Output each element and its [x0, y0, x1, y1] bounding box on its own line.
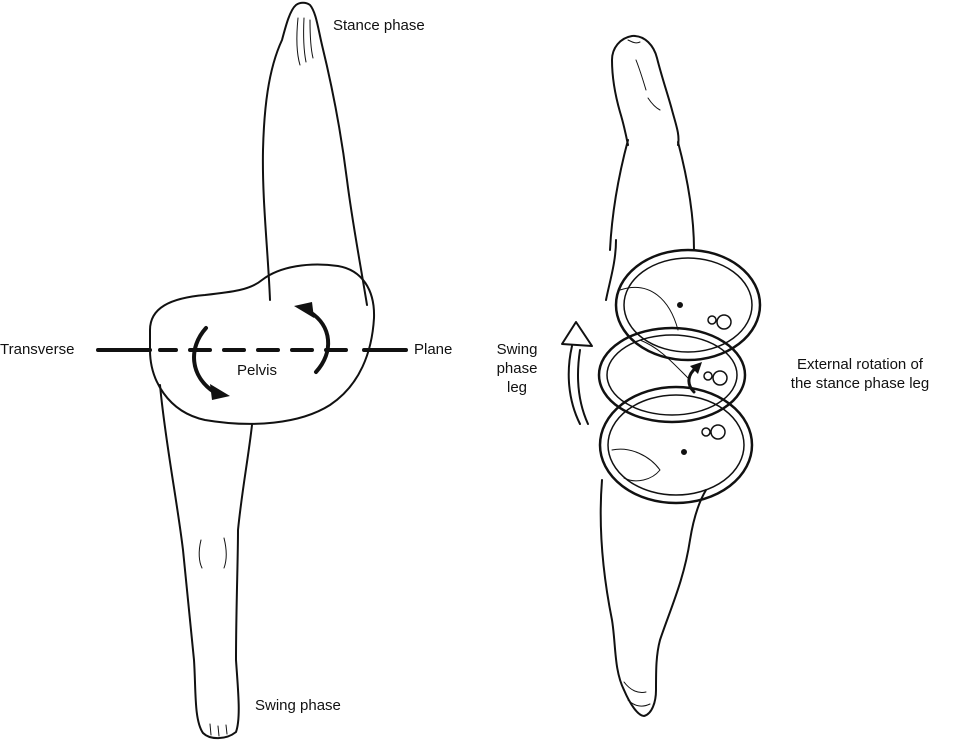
- left-figure: [96, 1, 408, 740]
- swing-phase-leg-label: Swing phase leg: [487, 340, 547, 397]
- rotation-arrow-left: [192, 326, 216, 394]
- external-rotation-label: External rotation of the stance phase le…: [770, 355, 950, 393]
- plane-label: Plane: [414, 341, 453, 358]
- hip-joint-markers: [701, 314, 732, 440]
- rotation-arrowhead-right: [294, 302, 314, 318]
- swing-phase-arrowhead: [561, 321, 593, 347]
- stance-leg: [261, 1, 368, 306]
- swing-phase-label: Swing phase: [255, 697, 341, 714]
- right-figure: [561, 34, 762, 717]
- stance-phase-label: Stance phase: [333, 17, 425, 34]
- external-rotation-line-2: the stance phase leg: [790, 375, 930, 392]
- pelvis-outline: [149, 263, 376, 425]
- internal-rotation-arrowhead: [690, 362, 702, 374]
- external-rotation-line-1: External rotation of: [797, 356, 923, 373]
- lower-leg: [599, 479, 707, 717]
- rotation-arrowhead-left: [210, 384, 230, 400]
- upper-leg: [605, 139, 695, 301]
- swing-phase-leg-line-3: leg: [506, 379, 528, 396]
- pelvis-rings: [597, 248, 762, 505]
- stance-foot-lines: [296, 17, 314, 66]
- swing-toes: [209, 723, 228, 737]
- lower-foot: [623, 681, 651, 707]
- knee-lines: [198, 537, 227, 569]
- swing-phase-leg-line-1: Swing: [496, 341, 538, 358]
- transverse-label: Transverse: [0, 341, 75, 358]
- toe-lines: [627, 39, 661, 111]
- pelvis-inner-details: [611, 286, 691, 482]
- pelvis-label: Pelvis: [237, 362, 278, 379]
- swing-phase-arrow: [567, 345, 589, 425]
- rotation-arrow-right: [308, 310, 331, 374]
- upper-foot: [611, 34, 680, 146]
- swing-phase-leg-line-2: phase: [496, 360, 538, 377]
- swing-leg: [159, 384, 253, 740]
